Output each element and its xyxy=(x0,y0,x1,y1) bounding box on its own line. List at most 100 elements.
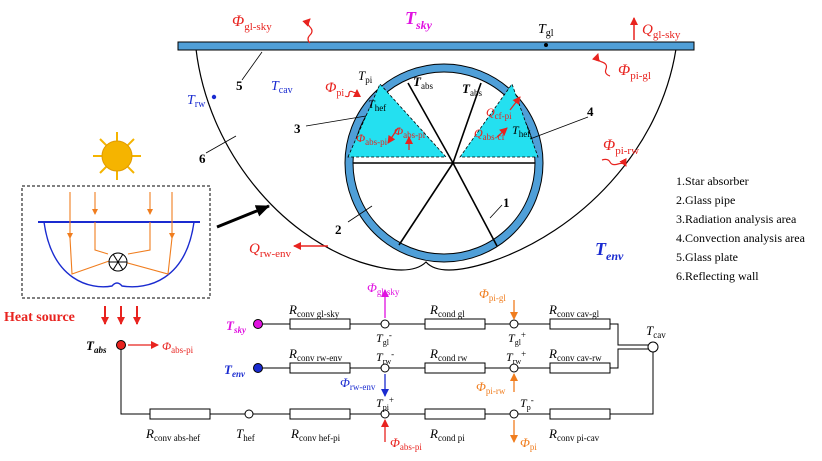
net-label-t-env: Tenv xyxy=(224,362,246,379)
net-label-r-cond-gl: Rcond gl xyxy=(429,302,465,319)
legend-item: 5.Glass plate xyxy=(676,250,738,264)
label-t-abs-right: Tabs xyxy=(462,81,482,98)
net-label-phi-pi-rw: Φpi-rw xyxy=(476,379,506,396)
leader-3 xyxy=(305,115,367,127)
number-6: 6 xyxy=(199,151,206,166)
network-nodes xyxy=(116,319,659,419)
label-t-sky: Tsky xyxy=(405,8,433,32)
heat-source-label: Heat source xyxy=(4,310,75,325)
sun-icon xyxy=(93,132,141,180)
net-label-r-conv-cav-gl: Rconv cav-gl xyxy=(548,302,600,319)
net-label-t-rw-plus: Trw+ xyxy=(506,349,526,366)
node-t-pi-plus xyxy=(380,409,390,419)
leader-1 xyxy=(489,204,503,219)
inset-rays xyxy=(67,192,175,275)
glass-temp-dot xyxy=(544,43,548,47)
net-label-r-conv-pi-cav: Rconv pi-cav xyxy=(548,426,600,443)
net-label-t-gl-plus: Tgl+ xyxy=(508,330,526,347)
heat-source-arrows xyxy=(101,306,141,325)
resistor-conv-cav-rw xyxy=(549,362,611,374)
label-q-abs-cf: Qabs-cf xyxy=(474,126,505,142)
net-label-r-conv-rw-env: Rconv rw-env xyxy=(288,346,343,363)
resistor-cond-rw xyxy=(424,362,486,374)
big-arrow xyxy=(216,204,270,229)
node-t-rw-plus xyxy=(509,363,519,373)
inset-reflector xyxy=(43,221,195,288)
net-label-t-p-minus: Tp- xyxy=(520,395,534,412)
resistor-cond-gl xyxy=(424,318,486,330)
node-t-cav xyxy=(647,341,659,353)
leader-4 xyxy=(529,116,589,140)
legend-item: 2.Glass pipe xyxy=(676,193,736,207)
reflecting-wall xyxy=(195,48,677,271)
wavy-phi-pi xyxy=(344,89,361,98)
net-label-t-pi-plus: Tpi+ xyxy=(376,395,394,412)
net-label-t-cav: Tcav xyxy=(646,323,666,340)
resistor-conv-gl-sky xyxy=(289,318,351,330)
resistor-conv-pi-cav xyxy=(549,408,611,420)
net-label-r-cond-pi: Rcond pi xyxy=(429,426,465,443)
arrow-q-abs-cf xyxy=(496,127,508,138)
node-t-gl-plus xyxy=(509,319,519,329)
node-t-rw-minus xyxy=(380,363,390,373)
net-label-phi-rw-env: Φrw-env xyxy=(340,375,376,392)
label-q-gl-sky: Qgl-sky xyxy=(642,22,681,41)
number-4: 4 xyxy=(587,104,594,119)
legend-item: 4.Convection analysis area xyxy=(676,231,805,245)
net-label-phi-abs-pi: Φabs-pi xyxy=(162,339,194,355)
net-label-phi-pi-gl: Φpi-gl xyxy=(479,286,506,303)
label-phi-pi-gl: Φpi-gl xyxy=(618,62,651,82)
resistor-conv-abs-hef xyxy=(149,408,211,420)
label-phi-abs-pi-b: Φabs-pi xyxy=(394,124,426,140)
net-label-r-conv-gl-sky: Rconv gl-sky xyxy=(288,302,340,319)
node-t-gl-minus xyxy=(380,319,390,329)
inset-absorber-tube xyxy=(108,252,128,272)
node-t-p-minus xyxy=(509,409,519,419)
resistor-conv-cav-gl xyxy=(549,318,611,330)
glass-plate xyxy=(177,41,695,51)
leader-6 xyxy=(205,135,237,154)
t-rw-dot xyxy=(211,94,217,100)
arrow-q-cf-pi xyxy=(509,96,521,111)
wavy-phi-gl-sky xyxy=(302,18,313,44)
arrow-phi-abs-pi-a xyxy=(387,127,399,144)
number-2: 2 xyxy=(335,222,342,237)
label-t-gl: Tgl xyxy=(538,22,554,39)
label-t-env: Tenv xyxy=(595,239,624,263)
wavy-phi-pi-rw xyxy=(601,157,627,167)
resistor-cond-pi xyxy=(424,408,486,420)
net-label-r-conv-abs-hef: Rconv abs-hef xyxy=(145,426,200,443)
net-label-r-conv-hef-pi: Rconv hef-pi xyxy=(290,426,341,443)
legend-item: 1.Star absorber xyxy=(676,174,749,188)
label-t-pi: Tpi xyxy=(358,68,373,85)
legend: 1.Star absorber 2.Glass pipe 3.Radiation… xyxy=(676,172,805,286)
net-label-r-cond-rw: Rcond rw xyxy=(429,346,468,363)
label-phi-gl-sky: Φgl-sky xyxy=(232,13,272,33)
label-phi-pi: Φpi xyxy=(325,80,344,99)
label-q-rw-env: Qrw-env xyxy=(249,241,291,260)
node-t-env xyxy=(253,363,263,373)
label-t-rw: Trw xyxy=(187,93,206,110)
node-t-sky xyxy=(253,319,263,329)
label-q-cf-pi: Qcf-pi xyxy=(486,105,512,121)
resistor-conv-rw-env xyxy=(289,362,351,374)
leader-5 xyxy=(241,51,263,81)
net-label-t-sky: Tsky xyxy=(226,318,247,335)
label-t-hef-left: Thef xyxy=(368,97,386,113)
label-t-abs-left: Tabs xyxy=(413,74,433,91)
net-label-r-conv-cav-rw: Rconv cav-rw xyxy=(548,346,602,363)
star-absorber xyxy=(353,82,535,247)
network-resistors xyxy=(149,318,611,420)
label-phi-pi-rw: Φpi-rw xyxy=(603,137,639,157)
legend-item: 6.Reflecting wall xyxy=(676,269,759,283)
net-label-phi-pi: Φpi xyxy=(520,435,537,452)
net-label-t-abs: Tabs xyxy=(86,338,107,355)
inset-frame xyxy=(21,185,211,299)
node-t-abs xyxy=(116,340,126,350)
label-t-hef-right: Thef xyxy=(512,123,530,139)
resistor-conv-hef-pi xyxy=(289,408,351,420)
radiation-analysis-area xyxy=(347,83,447,158)
net-label-t-gl-minus: Tgl- xyxy=(376,330,392,347)
number-5: 5 xyxy=(236,78,243,93)
